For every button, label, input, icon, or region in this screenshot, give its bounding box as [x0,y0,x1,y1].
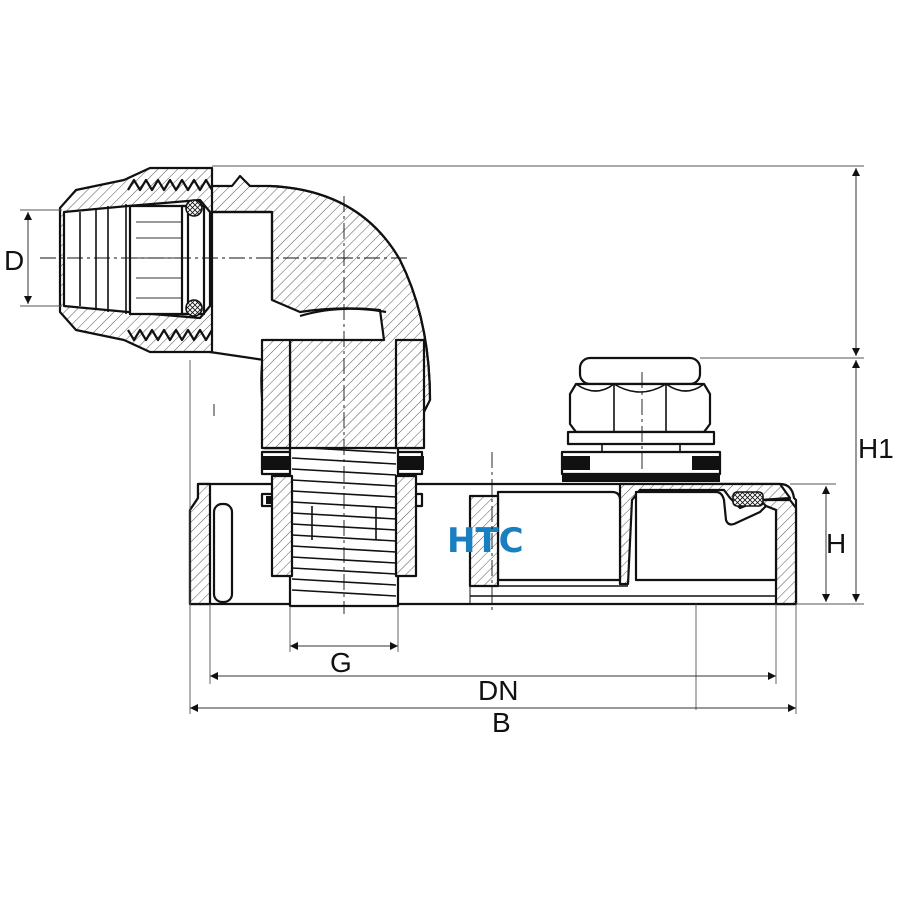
dimension-label-b: B [492,707,511,738]
thread-line [291,534,397,542]
extension-lines [20,165,864,714]
center-lines [40,196,643,614]
dimension-label-dn: DN [478,675,518,706]
dimension-label-h: H [826,528,846,559]
dimension-label-h1: H1 [858,433,894,464]
compression-cap [58,166,214,354]
dimension-label-g: G [330,647,352,678]
brand-logo: HTC [447,521,524,561]
elbow-body [208,174,432,450]
dimension-label-d: D [4,245,24,276]
dimension-lines [24,168,860,712]
thread-line [291,567,397,575]
thread-line [291,479,397,487]
hex-plug [560,356,722,482]
thread-line [291,589,397,597]
